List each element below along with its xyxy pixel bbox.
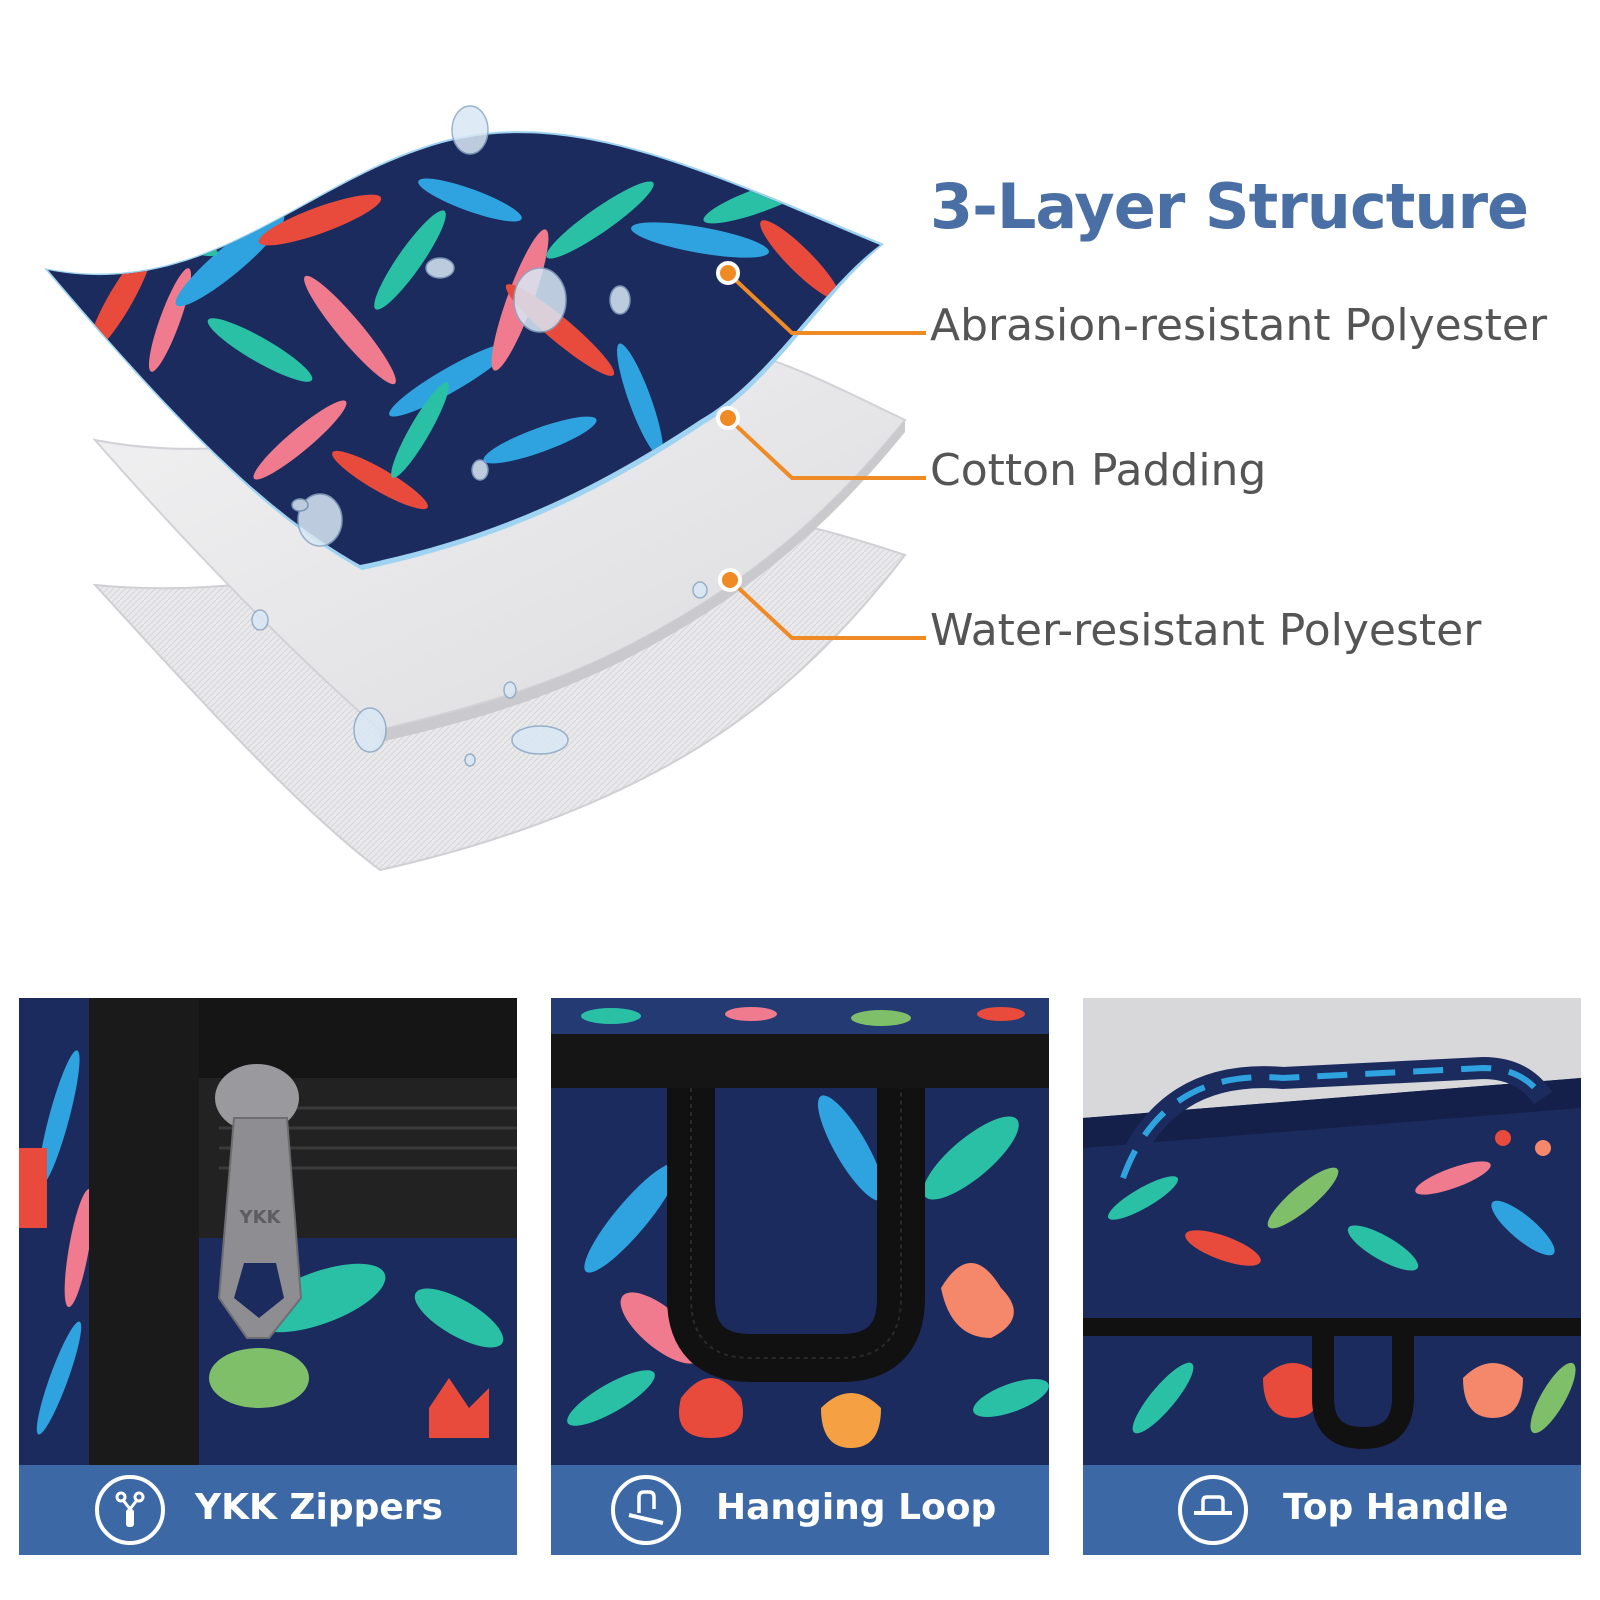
hanging-loop-icon bbox=[611, 1475, 681, 1545]
feature-label-zippers: YKK Zippers bbox=[195, 1487, 443, 1528]
top-handle-icon bbox=[1178, 1475, 1248, 1545]
feature-panel-top-handle: Top Handle bbox=[1083, 998, 1581, 1555]
fabric-layers-illustration bbox=[44, 105, 907, 872]
layer-label-water: Water-resistant Polyester bbox=[930, 605, 1482, 656]
feature-band-zippers: YKK Zippers bbox=[19, 1465, 517, 1555]
feature-band-hanging-loop: Hanging Loop bbox=[551, 1465, 1049, 1555]
layer-label-cotton: Cotton Padding bbox=[930, 445, 1267, 496]
feature-label-hanging-loop: Hanging Loop bbox=[716, 1487, 997, 1528]
top-handle-photo bbox=[1083, 998, 1581, 1465]
feature-panel-hanging-loop: Hanging Loop bbox=[551, 998, 1049, 1555]
feature-label-top-handle: Top Handle bbox=[1283, 1487, 1509, 1528]
section-title: 3-Layer Structure bbox=[930, 170, 1529, 243]
layer-label-abrasion: Abrasion-resistant Polyester bbox=[930, 300, 1548, 351]
zipper-icon bbox=[95, 1475, 165, 1545]
feature-panel-zippers: YKK YKK Zippers bbox=[19, 998, 517, 1555]
water-droplets bbox=[251, 105, 708, 767]
zipper-photo: YKK bbox=[19, 998, 517, 1465]
hanging-loop-photo bbox=[551, 998, 1049, 1465]
feature-band-top-handle: Top Handle bbox=[1083, 1465, 1581, 1555]
zipper-brand-text: YKK bbox=[239, 1207, 282, 1228]
